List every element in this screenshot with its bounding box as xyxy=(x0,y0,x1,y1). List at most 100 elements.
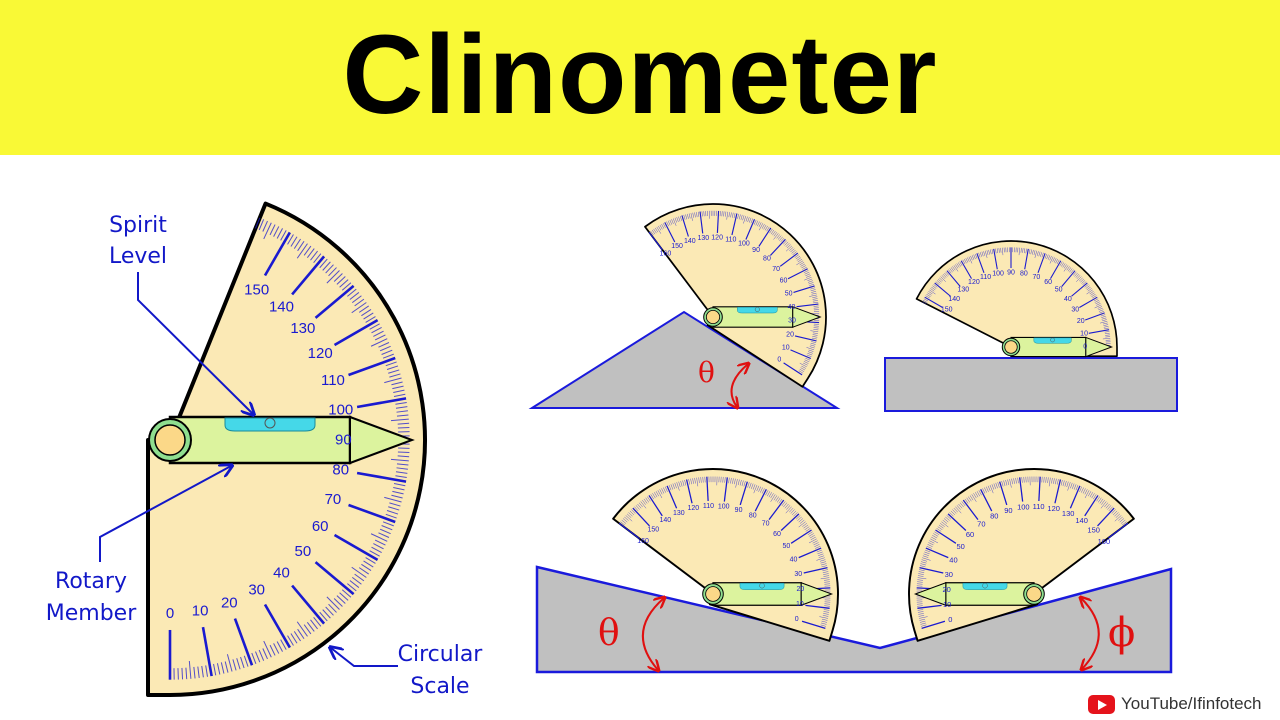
scale-major-tick xyxy=(356,397,407,409)
scale-minor-tick xyxy=(1096,303,1101,306)
scale-minor-tick xyxy=(784,241,789,246)
rotary-member-label-line1: Rotary xyxy=(55,569,127,594)
scale-minor-tick xyxy=(354,298,365,307)
scale-minor-tick xyxy=(690,213,693,221)
scale-minor-tick xyxy=(647,496,651,502)
scale-minor-tick xyxy=(753,219,757,225)
scale-minor-tick xyxy=(373,330,384,337)
scale-minor-tick xyxy=(374,539,386,546)
scale-minor-tick xyxy=(624,516,629,521)
scale-minor-tick xyxy=(931,536,937,540)
scale-major-tick xyxy=(980,489,993,512)
scale-minor-tick xyxy=(957,262,961,267)
scale-minor-tick xyxy=(391,381,403,386)
scale-minor-tick xyxy=(1093,494,1097,500)
scale-minor-tick xyxy=(820,624,827,627)
scale-minor-tick xyxy=(822,569,828,571)
scale-minor-tick xyxy=(730,212,732,218)
scale-minor-tick xyxy=(701,211,703,217)
scale-minor-tick xyxy=(396,414,409,417)
scale-label: 20 xyxy=(942,585,950,594)
youtube-credit[interactable]: YouTube/Ifinfotech xyxy=(1088,694,1262,714)
scale-minor-tick xyxy=(1111,509,1116,514)
scale-minor-tick xyxy=(306,248,315,259)
scale-minor-tick xyxy=(386,365,399,370)
scale-minor-tick xyxy=(811,292,817,295)
scale-minor-tick xyxy=(287,635,294,646)
scale-minor-tick xyxy=(626,513,632,518)
scale-minor-tick xyxy=(692,478,694,484)
scale-minor-tick xyxy=(790,509,795,514)
scale-minor-tick xyxy=(310,250,318,261)
scale-minor-tick xyxy=(1090,292,1095,296)
scale-major-tick xyxy=(716,210,720,233)
scale-minor-tick xyxy=(1005,479,1008,486)
scale-minor-tick xyxy=(804,271,810,275)
scale-label: 90 xyxy=(335,432,352,449)
scale-label: 20 xyxy=(1077,318,1085,325)
scale-minor-tick xyxy=(969,495,974,501)
scale-minor-tick xyxy=(809,294,817,297)
scale-minor-tick xyxy=(664,486,668,492)
scale-major-tick xyxy=(233,618,254,666)
scale-minor-tick xyxy=(807,351,813,354)
scale-minor-tick xyxy=(770,493,774,499)
scale-minor-tick xyxy=(949,268,953,273)
scale-label: 150 xyxy=(941,306,953,313)
scale-minor-tick xyxy=(1069,268,1073,273)
scale-minor-tick xyxy=(381,349,393,355)
scale-minor-tick xyxy=(652,493,656,499)
scale-label: 130 xyxy=(1062,509,1075,518)
scale-minor-tick xyxy=(927,544,933,547)
scale-minor-tick xyxy=(1070,482,1073,489)
scale-minor-tick xyxy=(388,506,400,511)
scale-minor-tick xyxy=(918,571,925,573)
scale-minor-tick xyxy=(1063,264,1067,269)
scale-minor-tick xyxy=(924,551,930,555)
scale-minor-tick xyxy=(812,296,818,298)
scale-minor-tick xyxy=(661,223,665,229)
scale-minor-tick xyxy=(1102,338,1111,340)
scale-label: 100 xyxy=(1017,503,1030,512)
scale-minor-tick xyxy=(392,385,404,390)
scale-label: 80 xyxy=(990,512,998,521)
scale-minor-tick xyxy=(1034,250,1038,258)
scale-label: 0 xyxy=(795,616,799,623)
scale-minor-tick xyxy=(1079,277,1083,282)
rotary-member-leader xyxy=(99,466,231,562)
scale-minor-tick xyxy=(389,373,401,378)
scale-minor-tick xyxy=(1099,498,1104,504)
scale-minor-tick xyxy=(734,478,736,485)
scale-minor-tick xyxy=(373,543,384,550)
scale-minor-tick xyxy=(637,503,642,509)
scale-minor-tick xyxy=(683,214,686,220)
scale-minor-tick xyxy=(1099,311,1105,314)
scale-minor-tick xyxy=(678,481,681,488)
bubble xyxy=(754,307,760,312)
scale-minor-tick xyxy=(1057,479,1059,485)
scale-label: 100 xyxy=(738,241,750,248)
scale-minor-tick xyxy=(923,553,929,556)
scale-minor-tick xyxy=(224,661,229,673)
scale-minor-tick xyxy=(785,245,793,252)
scale-minor-tick xyxy=(634,506,639,512)
scale-major-tick xyxy=(1079,296,1098,308)
scale-minor-tick xyxy=(812,332,818,334)
scale-minor-tick xyxy=(662,223,666,228)
scale-minor-tick xyxy=(1105,503,1110,509)
scale-minor-tick xyxy=(258,649,265,661)
scale-minor-tick xyxy=(816,549,823,553)
scale-minor-tick xyxy=(924,549,931,553)
scale-label: 40 xyxy=(788,304,796,311)
scale-minor-tick xyxy=(927,292,932,296)
scale-minor-tick xyxy=(236,658,241,670)
scale-major-tick xyxy=(783,362,803,376)
scale-minor-tick xyxy=(925,295,930,299)
scale-minor-tick xyxy=(962,259,966,265)
scale-minor-tick xyxy=(659,224,663,230)
scale-minor-tick xyxy=(293,238,301,249)
scale-minor-tick xyxy=(778,498,783,504)
flat-surface-block xyxy=(884,357,1178,412)
scale-minor-tick xyxy=(946,515,952,520)
scale-minor-tick xyxy=(805,357,811,361)
